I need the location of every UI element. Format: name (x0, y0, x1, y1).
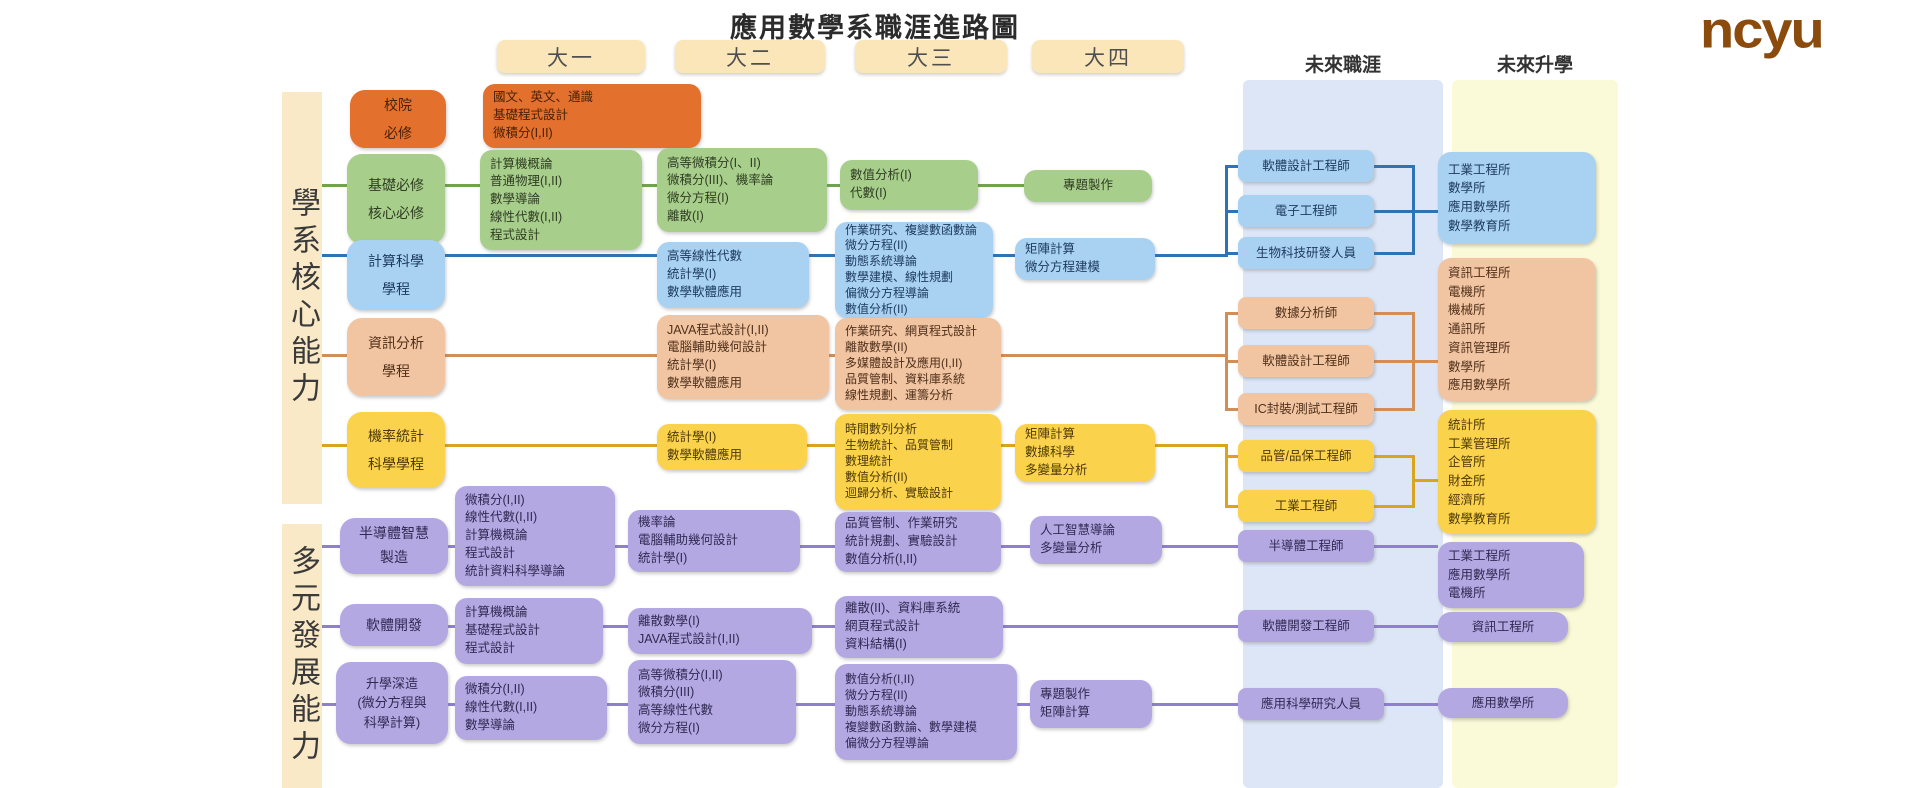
connector-stub (1374, 165, 1412, 168)
course-box-core-y3: 數值分析(I) 代數(I) (840, 160, 978, 210)
course-box-swdev-y1: 計算機概論 基礎程式設計 程式設計 (455, 598, 603, 664)
connector-stub (1225, 165, 1238, 168)
sidebar-core-label: 學系核心能力 (286, 187, 319, 409)
row-label-software-dev: 軟體開發 (340, 604, 448, 646)
study-box: 統計所 工業管理所 企管所 財金所 經濟所 數學教育所 (1438, 410, 1596, 534)
connector-stub (1225, 455, 1238, 458)
connector-stub (1412, 479, 1438, 482)
connector-stub (1374, 210, 1412, 213)
row-label-core-required: 基礎必修 核心必修 (347, 154, 445, 244)
column-header-year4: 大四 (1032, 40, 1184, 73)
career-box: 品管/品保工程師 (1238, 440, 1374, 472)
course-box-core-y4: 專題製作 (1024, 170, 1152, 202)
page-title: 應用數學系職涯進路圖 (730, 13, 1020, 43)
connector-stub (1374, 703, 1438, 706)
column-header-year3: 大三 (855, 40, 1007, 73)
row-label-school-required: 校院 必修 (350, 90, 446, 148)
course-box-semi-y3: 品質管制、作業研究 統計規劃、實驗設計 數值分析(I,II) (835, 512, 1001, 572)
career-box: 數據分析師 (1238, 297, 1374, 329)
course-box-infoanalysis-y3: 作業研究、網頁程式設計 離散數學(II) 多媒體設計及應用(I,II) 品質管制… (835, 318, 1001, 410)
study-box: 應用數學所 (1438, 688, 1568, 718)
row-label-semiconductor: 半導體智慧 製造 (340, 518, 448, 574)
connector-stub (1225, 252, 1238, 255)
connector-stub (1374, 312, 1412, 315)
course-box-stats-y4: 矩陣計算 數據科學 多變量分析 (1015, 424, 1155, 482)
course-box-compsci-y3: 作業研究、複變數函數論 微分方程(II) 動態系統導論 數學建模、線性規劃 偏微… (835, 222, 993, 318)
course-box-semi-y1: 微積分(I,II) 線性代數(I,II) 計算機概論 程式設計 統計資料科學導論 (455, 486, 615, 586)
course-box-school-required-y1: 國文、英文、通識 基礎程式設計 微積分(I,II) (483, 84, 701, 148)
connector-stub (1412, 360, 1438, 363)
connector-stub (1374, 252, 1412, 255)
future-career-header: 未來職涯 (1304, 55, 1381, 76)
career-box: 軟體設計工程師 (1238, 345, 1374, 377)
connector-stub (1225, 210, 1238, 213)
course-box-grad-y1: 微積分(I,II) 線性代數(I,II) 數學導論 (455, 676, 607, 740)
sidebar-diverse-label: 多元發展能力 (286, 545, 319, 767)
course-box-grad-y3: 數值分析(I,II) 微分方程(II) 動態系統導論 複變數函數論、數學建模 偏… (835, 664, 1017, 760)
course-box-core-y2: 高等微積分(I、II) 微積分(III)、機率論 微分方程(I) 離散(I) (657, 148, 827, 232)
row-label-graduate-study: 升學深造 (微分方程與 科學計算) (336, 662, 448, 744)
career-box: 電子工程師 (1238, 195, 1374, 227)
career-box: 生物科技研發人員 (1238, 237, 1374, 269)
study-box: 資訊工程所 (1438, 612, 1568, 642)
connector-stub (1225, 360, 1238, 363)
ncyu-logo: ncyu (1700, 0, 1825, 59)
column-header-year1: 大一 (497, 40, 645, 73)
course-box-stats-y3: 時間數列分析 生物統計、品質管制 數理統計 數值分析(II) 迴歸分析、實驗設計 (835, 414, 1001, 510)
connector-stub (1412, 210, 1438, 213)
career-box: 應用科學研究人員 (1238, 688, 1384, 720)
course-box-swdev-y2: 離散數學(I) JAVA程式設計(I,II) (628, 608, 812, 654)
connector-stub (1374, 408, 1412, 411)
connector-stub (1374, 360, 1412, 363)
row-label-probability-statistics: 機率統計 科學學程 (347, 412, 445, 488)
sidebar-diverse-ability: 多元發展能力 (282, 524, 322, 788)
future-study-header: 未來升學 (1496, 55, 1573, 76)
career-box: 半導體工程師 (1238, 530, 1374, 562)
connector-stub (1225, 505, 1238, 508)
connector-stub (1374, 625, 1438, 628)
career-box: 軟體設計工程師 (1238, 150, 1374, 182)
course-box-swdev-y3: 離散(II)、資料庫系統 網頁程式設計 資料結構(I) (835, 596, 1003, 658)
course-box-semi-y4: 人工智慧導論 多變量分析 (1030, 516, 1162, 564)
study-box: 工業工程所 應用數學所 電機所 (1438, 542, 1584, 608)
career-box: 軟體開發工程師 (1238, 610, 1374, 642)
career-box: IC封裝/測試工程師 (1238, 393, 1374, 425)
connector-stub (1374, 455, 1412, 458)
sidebar-core-competency: 學系核心能力 (282, 92, 322, 504)
connector-stub (1225, 408, 1238, 411)
study-box: 工業工程所 數學所 應用數學所 數學教育所 (1438, 152, 1596, 244)
row-label-computational-science: 計算科學 學程 (347, 240, 445, 310)
column-header-year2: 大二 (675, 40, 825, 73)
course-box-compsci-y2: 高等線性代數 統計學(I) 數學軟體應用 (657, 242, 809, 308)
connector-bracket-yellow-left (1225, 444, 1228, 508)
career-box: 工業工程師 (1238, 490, 1374, 522)
course-box-semi-y2: 機率論 電腦輔助幾何設計 統計學(I) (628, 510, 800, 572)
course-box-grad-y4: 專題製作 矩陣計算 (1030, 680, 1152, 728)
course-box-compsci-y4: 矩陣計算 微分方程建模 (1015, 238, 1155, 280)
course-box-core-y1: 計算機概論 普通物理(I,II) 數學導論 線性代數(I,II) 程式設計 (480, 150, 642, 250)
row-label-information-analysis: 資訊分析 學程 (347, 318, 445, 396)
connector-stub (1374, 545, 1438, 548)
connector-stub (1225, 312, 1238, 315)
course-box-infoanalysis-y2: JAVA程式設計(I,II) 電腦輔助幾何設計 統計學(I) 數學軟體應用 (657, 315, 829, 399)
course-box-stats-y2: 統計學(I) 數學軟體應用 (657, 424, 807, 470)
study-box: 資訊工程所 電機所 機械所 通訊所 資訊管理所 數學所 應用數學所 (1438, 258, 1596, 401)
course-box-grad-y2: 高等微積分(I,II) 微積分(III) 高等線性代數 微分方程(I) (628, 660, 796, 744)
connector-stub (1374, 505, 1412, 508)
